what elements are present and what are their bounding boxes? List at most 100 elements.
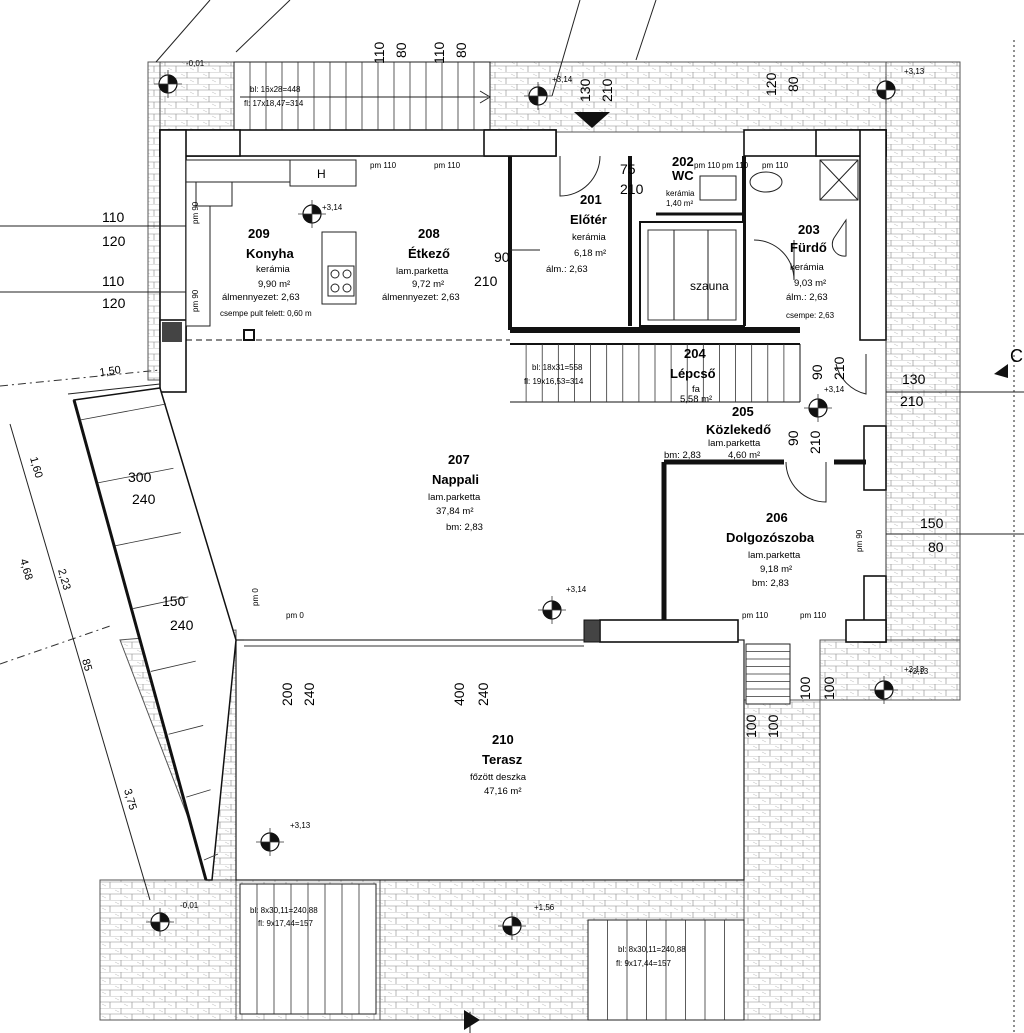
pm-label: pm 90 [191,201,200,224]
hood-label: H [317,167,326,181]
level-labels: +3,14 +3,14 +3,14 +3,14 +3,13 +3,13 +3,1… [180,59,929,912]
dim-label: 110 [371,41,387,64]
rail-post [115,532,181,547]
dim-label: 210 [807,430,823,454]
room-210-line: 47,16 m² [484,786,522,797]
room-209-line: álmennyezet: 2,63 [222,292,300,303]
room-204-name: Lépcső [670,366,716,381]
dim-label: 3,75 [121,788,138,812]
dim-label: 100 [797,676,813,700]
kitchen-fixtures [185,159,357,341]
room-206-line: lam.parketta [748,550,801,561]
level-label: -0,01 [180,901,199,910]
level-marker-icon [256,828,284,856]
dim-label: 110 [431,41,447,64]
room-207-line: lam.parketta [428,492,481,503]
rail-post [133,596,189,609]
side-terrace [72,387,237,881]
room-202-line: 1,40 m² [666,199,693,208]
dim-label: 150 [162,593,186,609]
dim-label: 110 [102,209,125,225]
room-labels: 209 Konyha kerámia 9,90 m² álmennyezet: … [220,154,835,797]
pm-label: pm 110 [694,161,721,170]
level-label: +3,14 [322,203,343,212]
stair-top-label: bl: 16x28=448 [250,85,301,94]
room-202-number: 202 [672,154,694,169]
level-marker-icon [804,394,832,422]
room-208-name: Étkező [408,246,450,261]
dim-label: 100 [743,714,759,738]
dim-label: 200 [279,682,295,706]
room-208-line: lam.parketta [396,266,449,277]
dim-label: 300 [128,469,152,485]
room-201-name: Előtér [570,212,607,227]
dim-label: 400 [451,682,467,706]
dim-label: 1,60 [27,456,44,480]
pm-label: pm 110 [370,161,397,170]
stair-br-label: bl: 8x30,11=240,88 [618,945,686,954]
dim-label: 240 [475,682,491,706]
level-marker-icon [524,82,552,110]
pm-label: pm 110 [800,611,827,620]
dim-label: 75 [620,161,636,177]
pm-label: pm 0 [251,588,260,606]
dim-label: 85 [79,658,94,673]
dim-label: 90 [809,364,825,380]
dim-label: 210 [620,181,644,197]
level-marker-icon [154,70,182,98]
room-209-line: kerámia [256,264,291,275]
room-201-line: álm.: 2,63 [546,264,588,275]
room-202-line: kerámia [666,189,695,198]
room-201-number: 201 [580,192,602,207]
room-206-line: bm: 2,83 [752,578,789,589]
room-203-name: Fürdő [790,240,827,255]
dim-label: 210 [900,393,924,409]
level-marker-icon [872,76,900,104]
room-209-line: csempe pult felett: 0,60 m [220,309,312,318]
windows [244,129,887,647]
dim-label: 80 [928,539,944,555]
doors [510,155,867,503]
stair-bottom [239,643,791,1021]
dim-label: 130 [577,78,593,102]
sauna-label: szauna [690,279,729,293]
room-210-number: 210 [492,732,514,747]
room-207-number: 207 [448,452,470,467]
sauna [639,221,745,327]
level-label: +3,13 [290,821,311,830]
level-markers [146,70,900,940]
dim-label: 80 [785,76,801,92]
pm-label: pm 110 [762,161,789,170]
dim-label: 110 [102,273,125,289]
room-208-line: álmennyezet: 2,63 [382,292,460,303]
room-206-number: 206 [766,510,788,525]
room-208-number: 208 [418,226,440,241]
room-208-line: 9,72 m² [412,279,444,290]
level-marker-icon [538,596,566,624]
room-203-line: 9,03 m² [794,278,826,289]
dim-label: 240 [170,617,194,633]
rail-post [168,725,204,735]
dim-label: 150 [920,515,944,531]
pm-label: pm 110 [434,161,461,170]
pm-labels: pm 110 pm 110 pm 110 pm 110 pm 110 pm 11… [191,161,864,620]
level-marker-icon [146,908,174,936]
room-209-line: 9,90 m² [258,279,290,290]
pm-label: pm 90 [855,529,864,552]
room-209-name: Konyha [246,246,294,261]
room-207-line: 37,84 m² [436,506,474,517]
walls [159,129,887,643]
level-label: +3,14 [824,385,845,394]
room-207-line: bm: 2,83 [446,522,483,533]
room-204-number: 204 [684,346,706,361]
dim-label: 90 [494,249,510,265]
dimension-labels: 110 80 110 80 130 210 120 80 75 210 90 2… [17,41,944,811]
stair-br-label: fl: 9x17,44=157 [616,959,671,968]
pm-label: pm 0 [286,611,304,620]
dim-label: 240 [301,682,317,706]
dim-label: 120 [763,72,779,96]
dim-label: 130 [902,371,926,387]
misc-labels: szauna H bl: 16x28=448 fl: 17x18,47=314 … [244,85,1023,968]
